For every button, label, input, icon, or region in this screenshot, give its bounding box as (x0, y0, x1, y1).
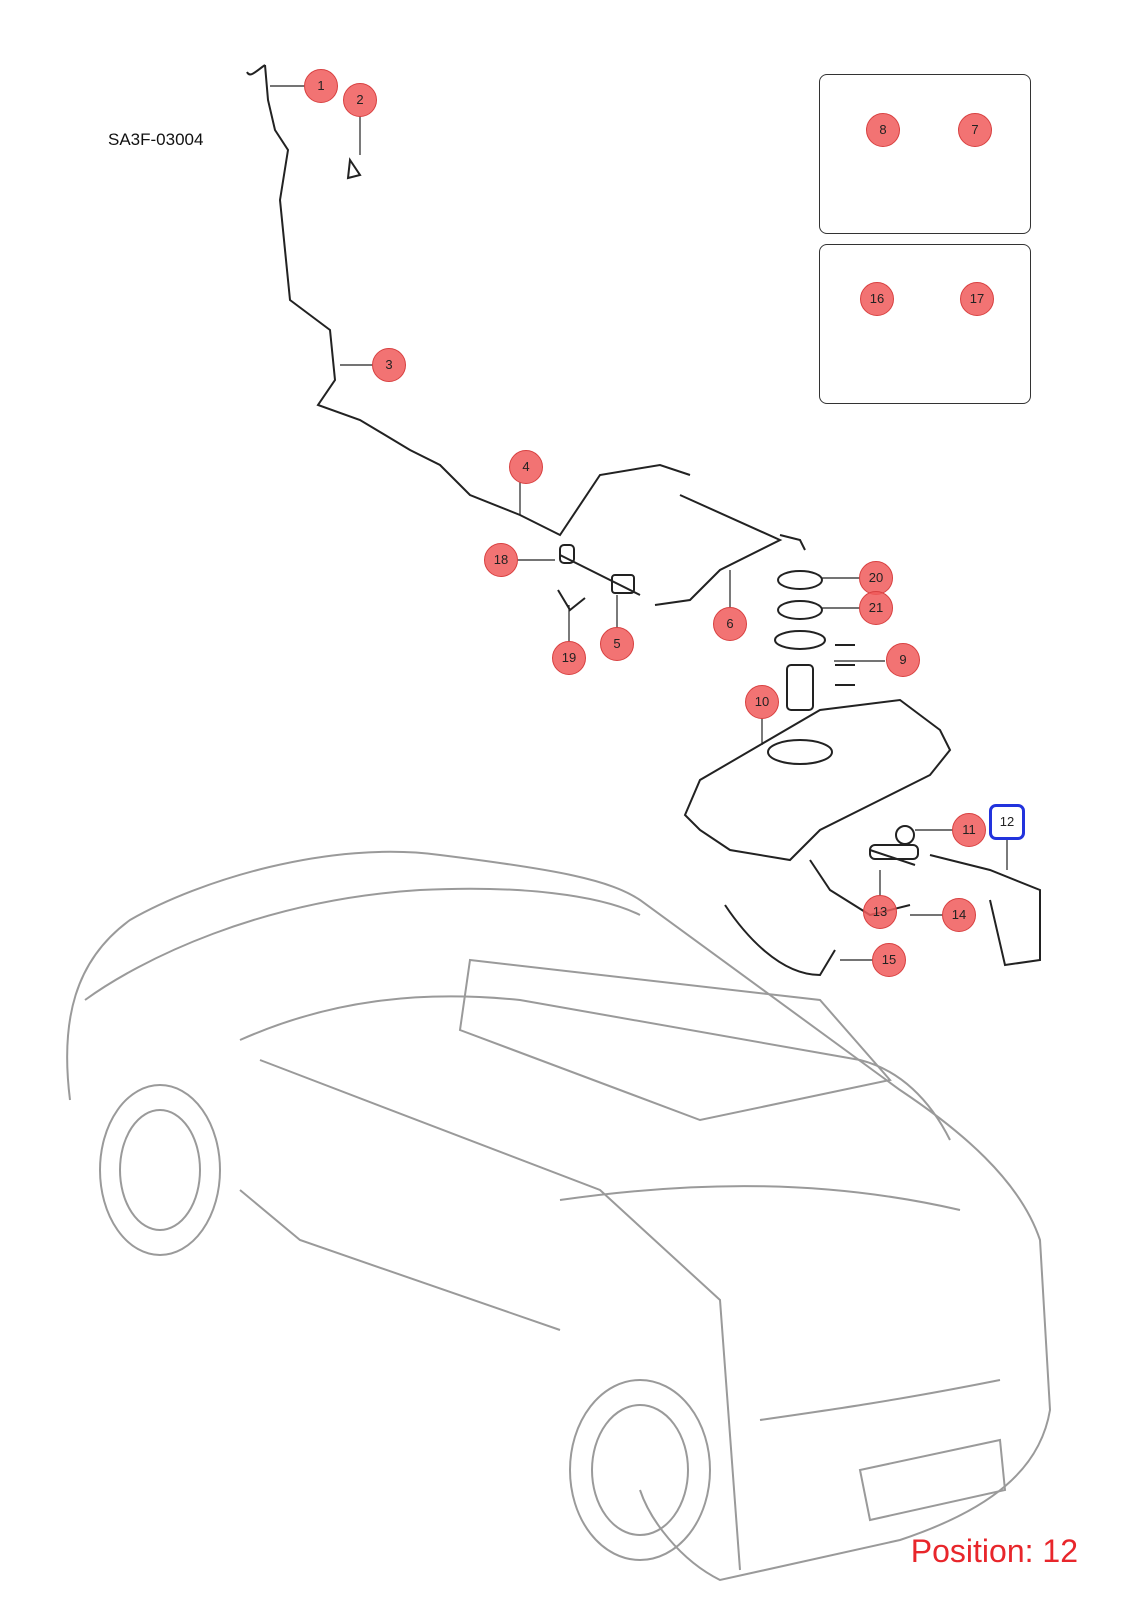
diagram-code: SA3F-03004 (108, 130, 204, 149)
callout-12-selected[interactable]: 12 (989, 804, 1025, 840)
callout-11[interactable]: 11 (952, 813, 986, 847)
position-label: Position: 12 (910, 1533, 1078, 1569)
callout-16[interactable]: 16 (860, 282, 894, 316)
inset-box-clips (819, 244, 1031, 404)
callout-3[interactable]: 3 (372, 348, 406, 382)
callout-9[interactable]: 9 (886, 643, 920, 677)
callout-21[interactable]: 21 (859, 591, 893, 625)
callout-17[interactable]: 17 (960, 282, 994, 316)
callout-1[interactable]: 1 (304, 69, 338, 103)
callout-20[interactable]: 20 (859, 561, 893, 595)
vehicle-outline (66, 850, 1052, 1582)
callout-7[interactable]: 7 (958, 113, 992, 147)
callout-15[interactable]: 15 (872, 943, 906, 977)
callout-19[interactable]: 19 (552, 641, 586, 675)
callout-5[interactable]: 5 (600, 627, 634, 661)
callout-10[interactable]: 10 (745, 685, 779, 719)
fuel-line-assembly (246, 64, 806, 606)
callout-18[interactable]: 18 (484, 543, 518, 577)
inset-box-fasteners (819, 74, 1031, 234)
callout-8[interactable]: 8 (866, 113, 900, 147)
callout-13[interactable]: 13 (863, 895, 897, 929)
callout-2[interactable]: 2 (343, 83, 377, 117)
callout-6[interactable]: 6 (713, 607, 747, 641)
callout-4[interactable]: 4 (509, 450, 543, 484)
callout-14[interactable]: 14 (942, 898, 976, 932)
